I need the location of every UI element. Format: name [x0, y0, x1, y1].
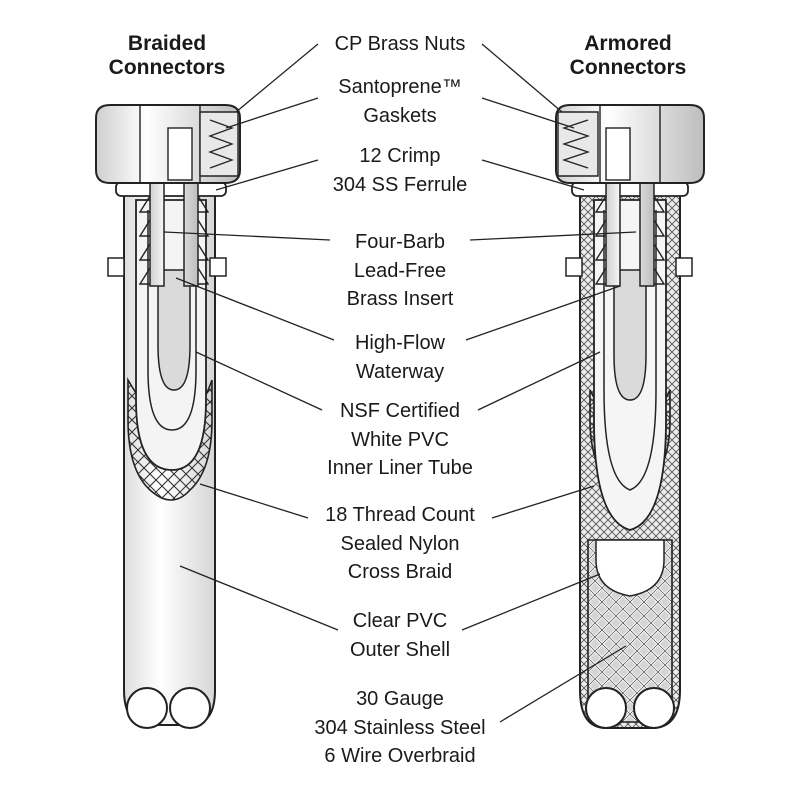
leader-nuts-right — [481, 43, 563, 113]
armored-connector-drawing — [555, 104, 705, 729]
leader-insert-right — [469, 231, 637, 241]
title-armored-connectors: Armored Connectors — [569, 32, 687, 79]
label-brass-insert: Four-Barb Lead-Free Brass Insert — [346, 231, 454, 310]
armored-gasket — [557, 111, 599, 177]
leader-lines — [163, 43, 637, 723]
label-ss-ferrule: 12 Crimp 304 SS Ferrule — [332, 145, 468, 196]
leader-insert-left — [163, 231, 331, 241]
leader-shell-right — [461, 573, 601, 631]
braided-end-left — [126, 687, 168, 729]
leader-waterway-right — [465, 285, 621, 341]
leader-nuts-left — [235, 43, 319, 113]
leader-ferrule-left — [215, 159, 319, 191]
label-santoprene-gaskets: Santoprene™ Gaskets — [338, 76, 462, 127]
leader-liner-right — [477, 351, 601, 411]
armored-end-right — [633, 687, 675, 729]
leader-overbraid — [499, 645, 627, 723]
armored-ferrule — [571, 181, 689, 197]
armored-end-left — [585, 687, 627, 729]
leader-braid-right — [491, 485, 595, 519]
leader-ferrule-right — [481, 159, 585, 191]
leader-gaskets-left — [225, 97, 319, 129]
leader-waterway-left — [175, 277, 335, 341]
title-braided-connectors: Braided Connectors — [108, 32, 226, 79]
label-stainless-overbraid: 30 Gauge 304 Stainless Steel 6 Wire Over… — [314, 688, 486, 767]
braided-waterway — [157, 269, 191, 391]
armored-waterway — [613, 269, 647, 401]
label-high-flow-waterway: High-Flow Waterway — [354, 332, 446, 383]
braided-ferrule — [115, 181, 227, 197]
label-inner-liner-tube: NSF Certified White PVC Inner Liner Tube — [327, 400, 473, 479]
braided-connector-drawing — [95, 104, 241, 729]
leader-shell-left — [179, 565, 339, 631]
label-nylon-cross-braid: 18 Thread Count Sealed Nylon Cross Braid — [325, 504, 475, 583]
leader-braid-left — [199, 483, 309, 519]
braided-end-right — [169, 687, 211, 729]
label-clear-pvc-outer-shell: Clear PVC Outer Shell — [349, 610, 451, 661]
leader-gaskets-right — [481, 97, 575, 129]
braided-gasket — [199, 111, 239, 177]
leader-liner-left — [195, 351, 323, 411]
label-cp-brass-nuts: CP Brass Nuts — [334, 33, 466, 55]
